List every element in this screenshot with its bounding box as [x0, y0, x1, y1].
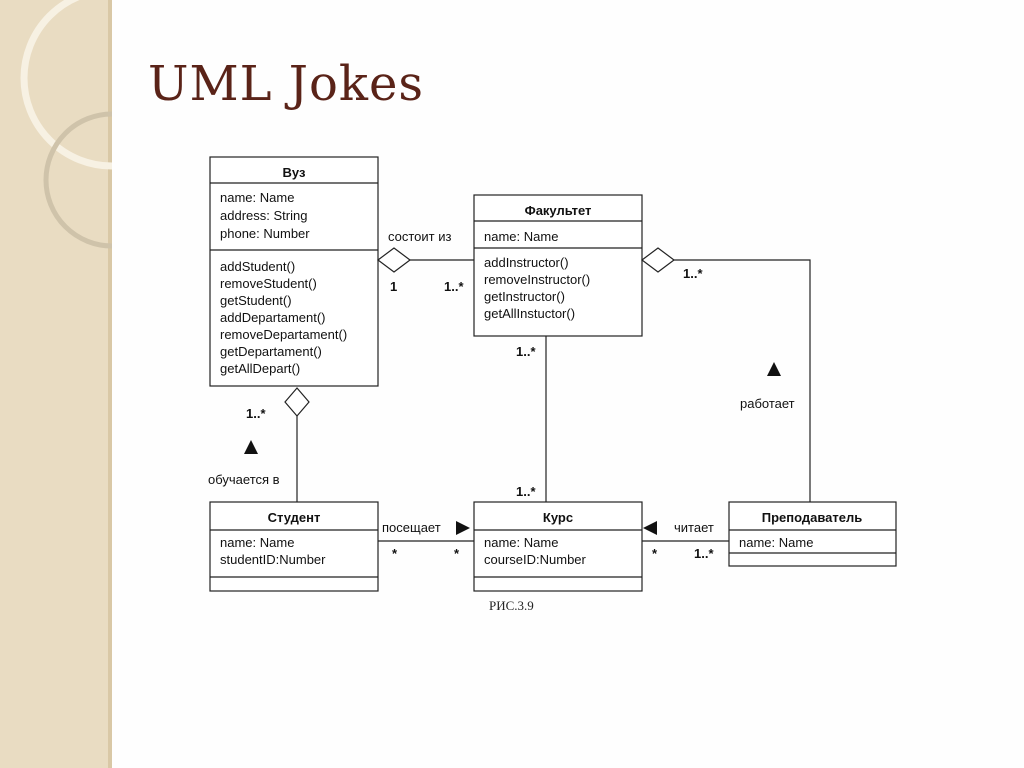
- class-student-box: [209, 501, 379, 592]
- class-vuz-operation: getDepartament(): [220, 344, 322, 359]
- class-kurs-attr: name: Name: [484, 535, 558, 550]
- association-label: работает: [740, 396, 795, 411]
- association-label: читает: [674, 520, 714, 535]
- class-student: Студент name: Name studentID:Number: [209, 501, 379, 592]
- class-fakultet-operation: getInstructor(): [484, 289, 565, 304]
- aggregation-diamond: [377, 247, 411, 273]
- class-vuz-attr: phone: Number: [220, 226, 310, 241]
- multiplicity-label: 1..*: [516, 484, 536, 499]
- association-fakultet-kurs: 1..* 1..*: [516, 336, 547, 502]
- class-fakultet-operation: getAllInstuctor(): [484, 306, 575, 321]
- class-prepodavatel-attr: name: Name: [739, 535, 813, 550]
- direction-arrow-icon: [643, 521, 657, 535]
- class-vuz-attr: name: Name: [220, 190, 294, 205]
- association-label: посещает: [382, 520, 441, 535]
- association-label: обучается в: [208, 472, 280, 487]
- association-studies-in: 1..* обучается в: [208, 387, 310, 502]
- class-student-attr: studentID:Number: [220, 552, 326, 567]
- multiplicity-label: *: [454, 546, 460, 561]
- association-attends: посещает * *: [378, 520, 474, 561]
- class-vuz-operation: getStudent(): [220, 293, 292, 308]
- class-kurs-box: [473, 501, 643, 592]
- class-student-attr: name: Name: [220, 535, 294, 550]
- slide-side-edge: [108, 0, 112, 768]
- association-reads: читает * 1..*: [642, 520, 729, 561]
- class-kurs: Курс name: Name courseID:Number: [473, 501, 643, 592]
- direction-arrow-icon: [767, 362, 781, 376]
- class-vuz-operation: getAllDepart(): [220, 361, 300, 376]
- multiplicity-label: 1..*: [246, 406, 266, 421]
- aggregation-diamond: [284, 387, 310, 417]
- aggregation-diamond: [641, 247, 675, 273]
- class-fakultet-box: [473, 194, 643, 337]
- multiplicity-label: 1..*: [516, 344, 536, 359]
- direction-arrow-icon: [456, 521, 470, 535]
- slide-side-panel: [0, 0, 112, 768]
- class-prepodavatel-box: [728, 501, 897, 567]
- class-vuz-operation: removeDepartament(): [220, 327, 347, 342]
- class-vuz-name: Вуз: [283, 165, 306, 180]
- multiplicity-label: 1..*: [694, 546, 714, 561]
- association-label: состоит из: [388, 229, 452, 244]
- class-vuz-attr: address: String: [220, 208, 307, 223]
- association-line: [674, 259, 811, 502]
- class-fakultet-operation: removeInstructor(): [484, 272, 590, 287]
- class-fakultet: Факультет name: Name addInstructor() rem…: [473, 194, 643, 337]
- multiplicity-label: *: [652, 546, 658, 561]
- multiplicity-label: 1..*: [683, 266, 703, 281]
- class-fakultet-name: Факультет: [525, 203, 592, 218]
- figure-caption: РИС.3.9: [489, 598, 534, 613]
- class-kurs-attr: courseID:Number: [484, 552, 587, 567]
- class-kurs-name: Курс: [543, 510, 573, 525]
- multiplicity-label: 1..*: [444, 279, 464, 294]
- class-prepodavatel: Преподаватель name: Name: [728, 501, 897, 567]
- class-fakultet-attr: name: Name: [484, 229, 558, 244]
- direction-arrow-icon: [244, 440, 258, 454]
- association-consists-of: состоит из 1 1..*: [377, 229, 474, 294]
- class-vuz-box: [209, 156, 379, 387]
- class-vuz-operation: removeStudent(): [220, 276, 317, 291]
- class-student-name: Студент: [268, 510, 321, 525]
- multiplicity-label: 1: [390, 279, 397, 294]
- class-vuz: Вуз name: Name address: String phone: Nu…: [209, 156, 379, 387]
- association-works: 1..* работает: [641, 247, 811, 502]
- class-fakultet-operation: addInstructor(): [484, 255, 569, 270]
- class-prepodavatel-name: Преподаватель: [762, 510, 863, 525]
- multiplicity-label: *: [392, 546, 398, 561]
- class-vuz-operation: addDepartament(): [220, 310, 326, 325]
- class-vuz-operation: addStudent(): [220, 259, 295, 274]
- slide-title: UML Jokes: [148, 56, 424, 112]
